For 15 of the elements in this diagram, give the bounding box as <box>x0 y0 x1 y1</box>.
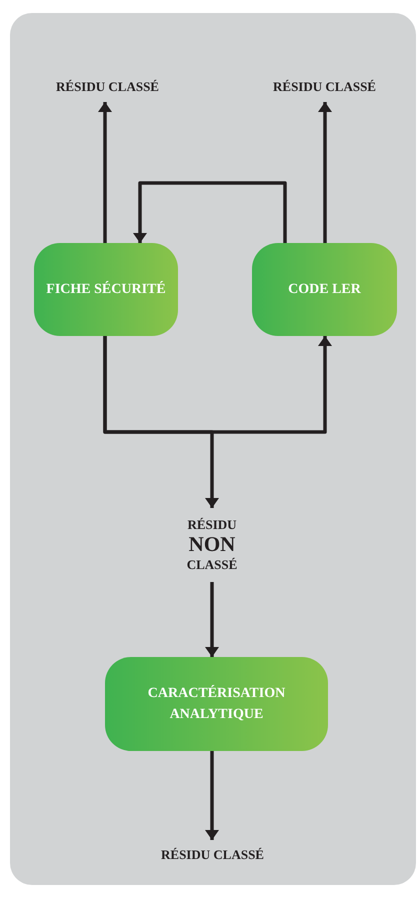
arrow <box>205 582 219 657</box>
process-box: CARACTÉRISATION ANALYTIQUE <box>105 657 328 751</box>
arrow <box>318 102 332 243</box>
arrow <box>98 102 112 243</box>
process-box: CODE LER <box>252 243 397 336</box>
process-box: FICHE SÉCURITÉ <box>34 243 178 336</box>
result-label: NON <box>188 533 236 557</box>
arrow <box>205 751 219 840</box>
arrow <box>133 181 287 243</box>
result-label: RÉSIDU CLASSÉ <box>273 79 376 95</box>
result-label: RÉSIDU CLASSÉ <box>161 847 264 863</box>
result-label: CLASSÉ <box>186 556 238 573</box>
result-label: RÉSIDU <box>187 517 237 534</box>
arrow <box>103 336 219 508</box>
result-label: RÉSIDU CLASSÉ <box>56 79 159 95</box>
